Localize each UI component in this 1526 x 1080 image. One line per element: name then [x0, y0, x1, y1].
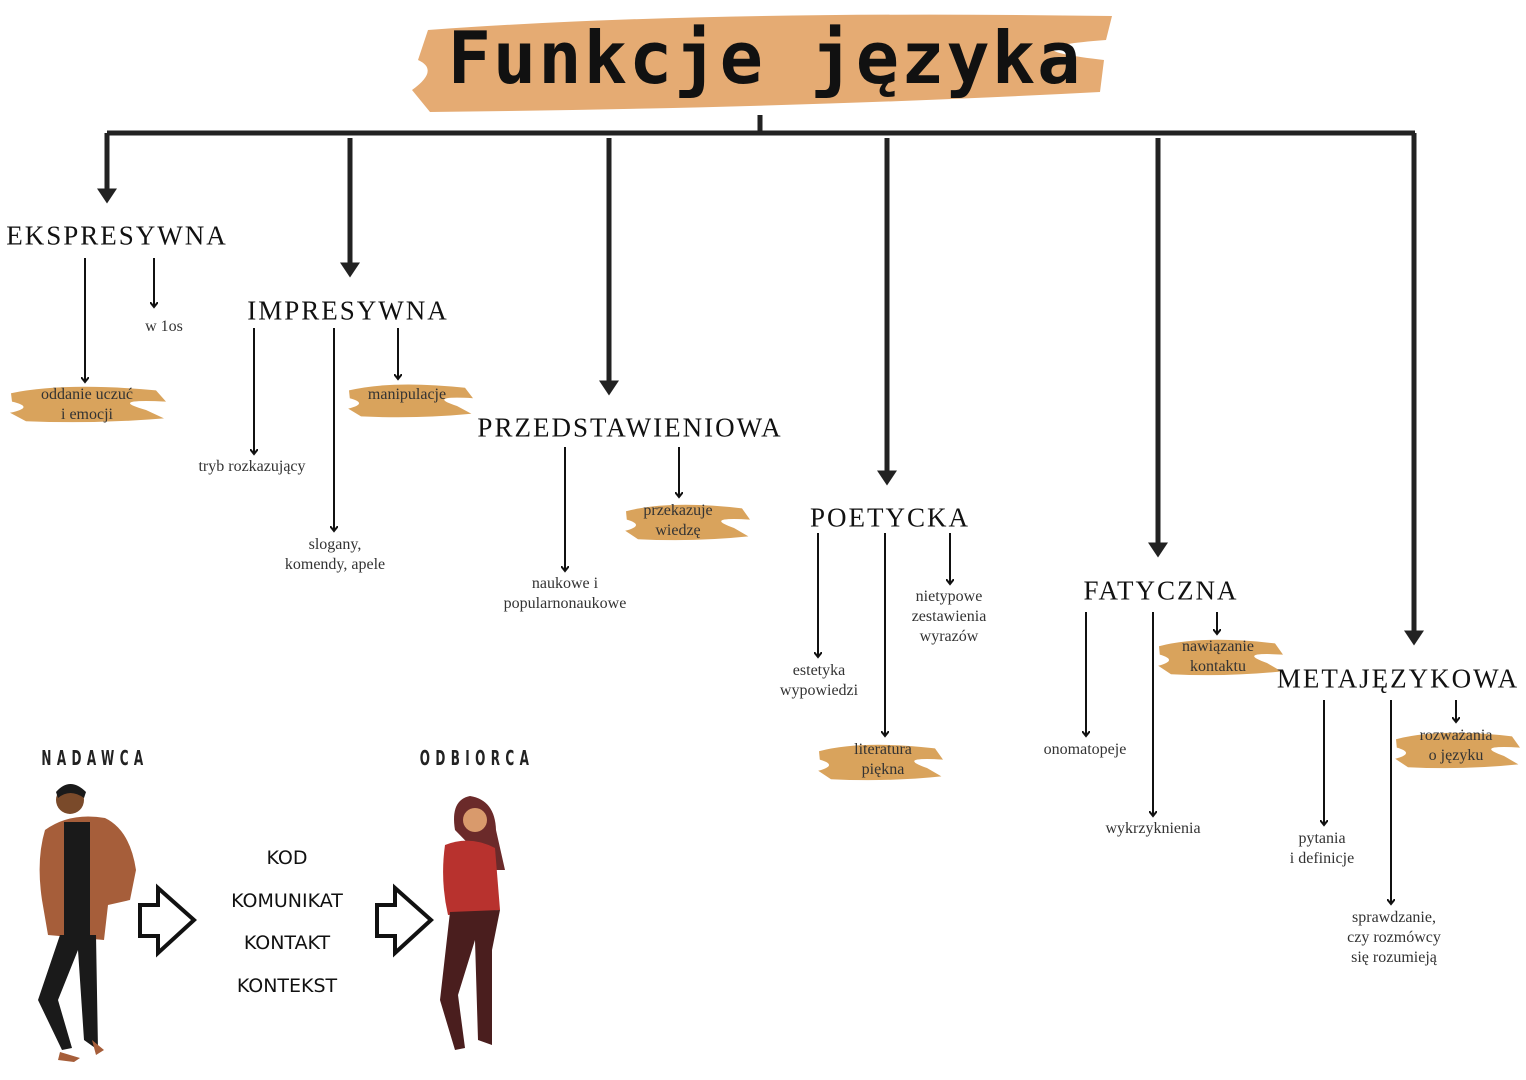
receiver-figure: [440, 796, 505, 1050]
ekspresywna-item: w 1os: [145, 318, 183, 335]
metajezykowa-item: rozważania o języku: [1419, 727, 1493, 764]
poetycka-item: literatura piękna: [854, 741, 912, 778]
function-poetycka: POETYCKA: [809, 502, 971, 533]
sender-label: NADAWCA: [41, 746, 149, 770]
fatyczna-item: onomatopeje: [1043, 741, 1127, 758]
impresywna-item: tryb rozkazujący: [198, 458, 306, 475]
function-ekspresywna: EKSPRESYWNA: [6, 220, 228, 251]
item-text: oddanie uczuć i emocji: [41, 386, 133, 423]
communication-element: KONTEKST: [236, 975, 338, 997]
metajezykowa-item: pytania i definicje: [1289, 830, 1355, 867]
sender-figure: [38, 784, 136, 1062]
poetycka-item: estetyka wypowiedzi: [779, 662, 859, 699]
fatyczna-item: wykrzyknienia: [1105, 820, 1201, 837]
function-fatyczna: FATYCZNA: [1083, 575, 1239, 606]
outline-arrow-icon: [138, 883, 434, 958]
communication-element: KOD: [266, 847, 308, 869]
communication-element: KONTAKT: [243, 932, 331, 954]
impresywna-item: manipulacje: [367, 386, 447, 403]
receiver-label: ODBIORCA: [419, 746, 535, 770]
przedstawieniowa-item: naukowe i popularnonaukowe: [503, 575, 627, 612]
function-impresywna: IMPRESYWNA: [247, 295, 449, 326]
metajezykowa-item: sprawdzanie, czy rozmówcy się rozumieją: [1347, 909, 1441, 966]
ekspresywna-item: oddanie uczuć i emocji: [41, 385, 133, 425]
fatyczna-item: nawiązanie kontaktu: [1182, 638, 1254, 675]
title-brush: [412, 14, 1112, 112]
page-title: Funkcje języka: [447, 16, 1083, 100]
communication-element: KOMUNIKAT: [231, 890, 343, 912]
poetycka-item: nietypowe zestawienia wyrazów: [911, 588, 987, 645]
przedstawieniowa-item: przekazuje wiedzę: [643, 502, 713, 539]
function-przedstawieniowa: PRZEDSTAWIENIOWA: [477, 412, 783, 443]
function-metajezykowa: METAJĘZYKOWA: [1276, 663, 1520, 694]
impresywna-item: slogany, komendy, apele: [284, 536, 386, 573]
